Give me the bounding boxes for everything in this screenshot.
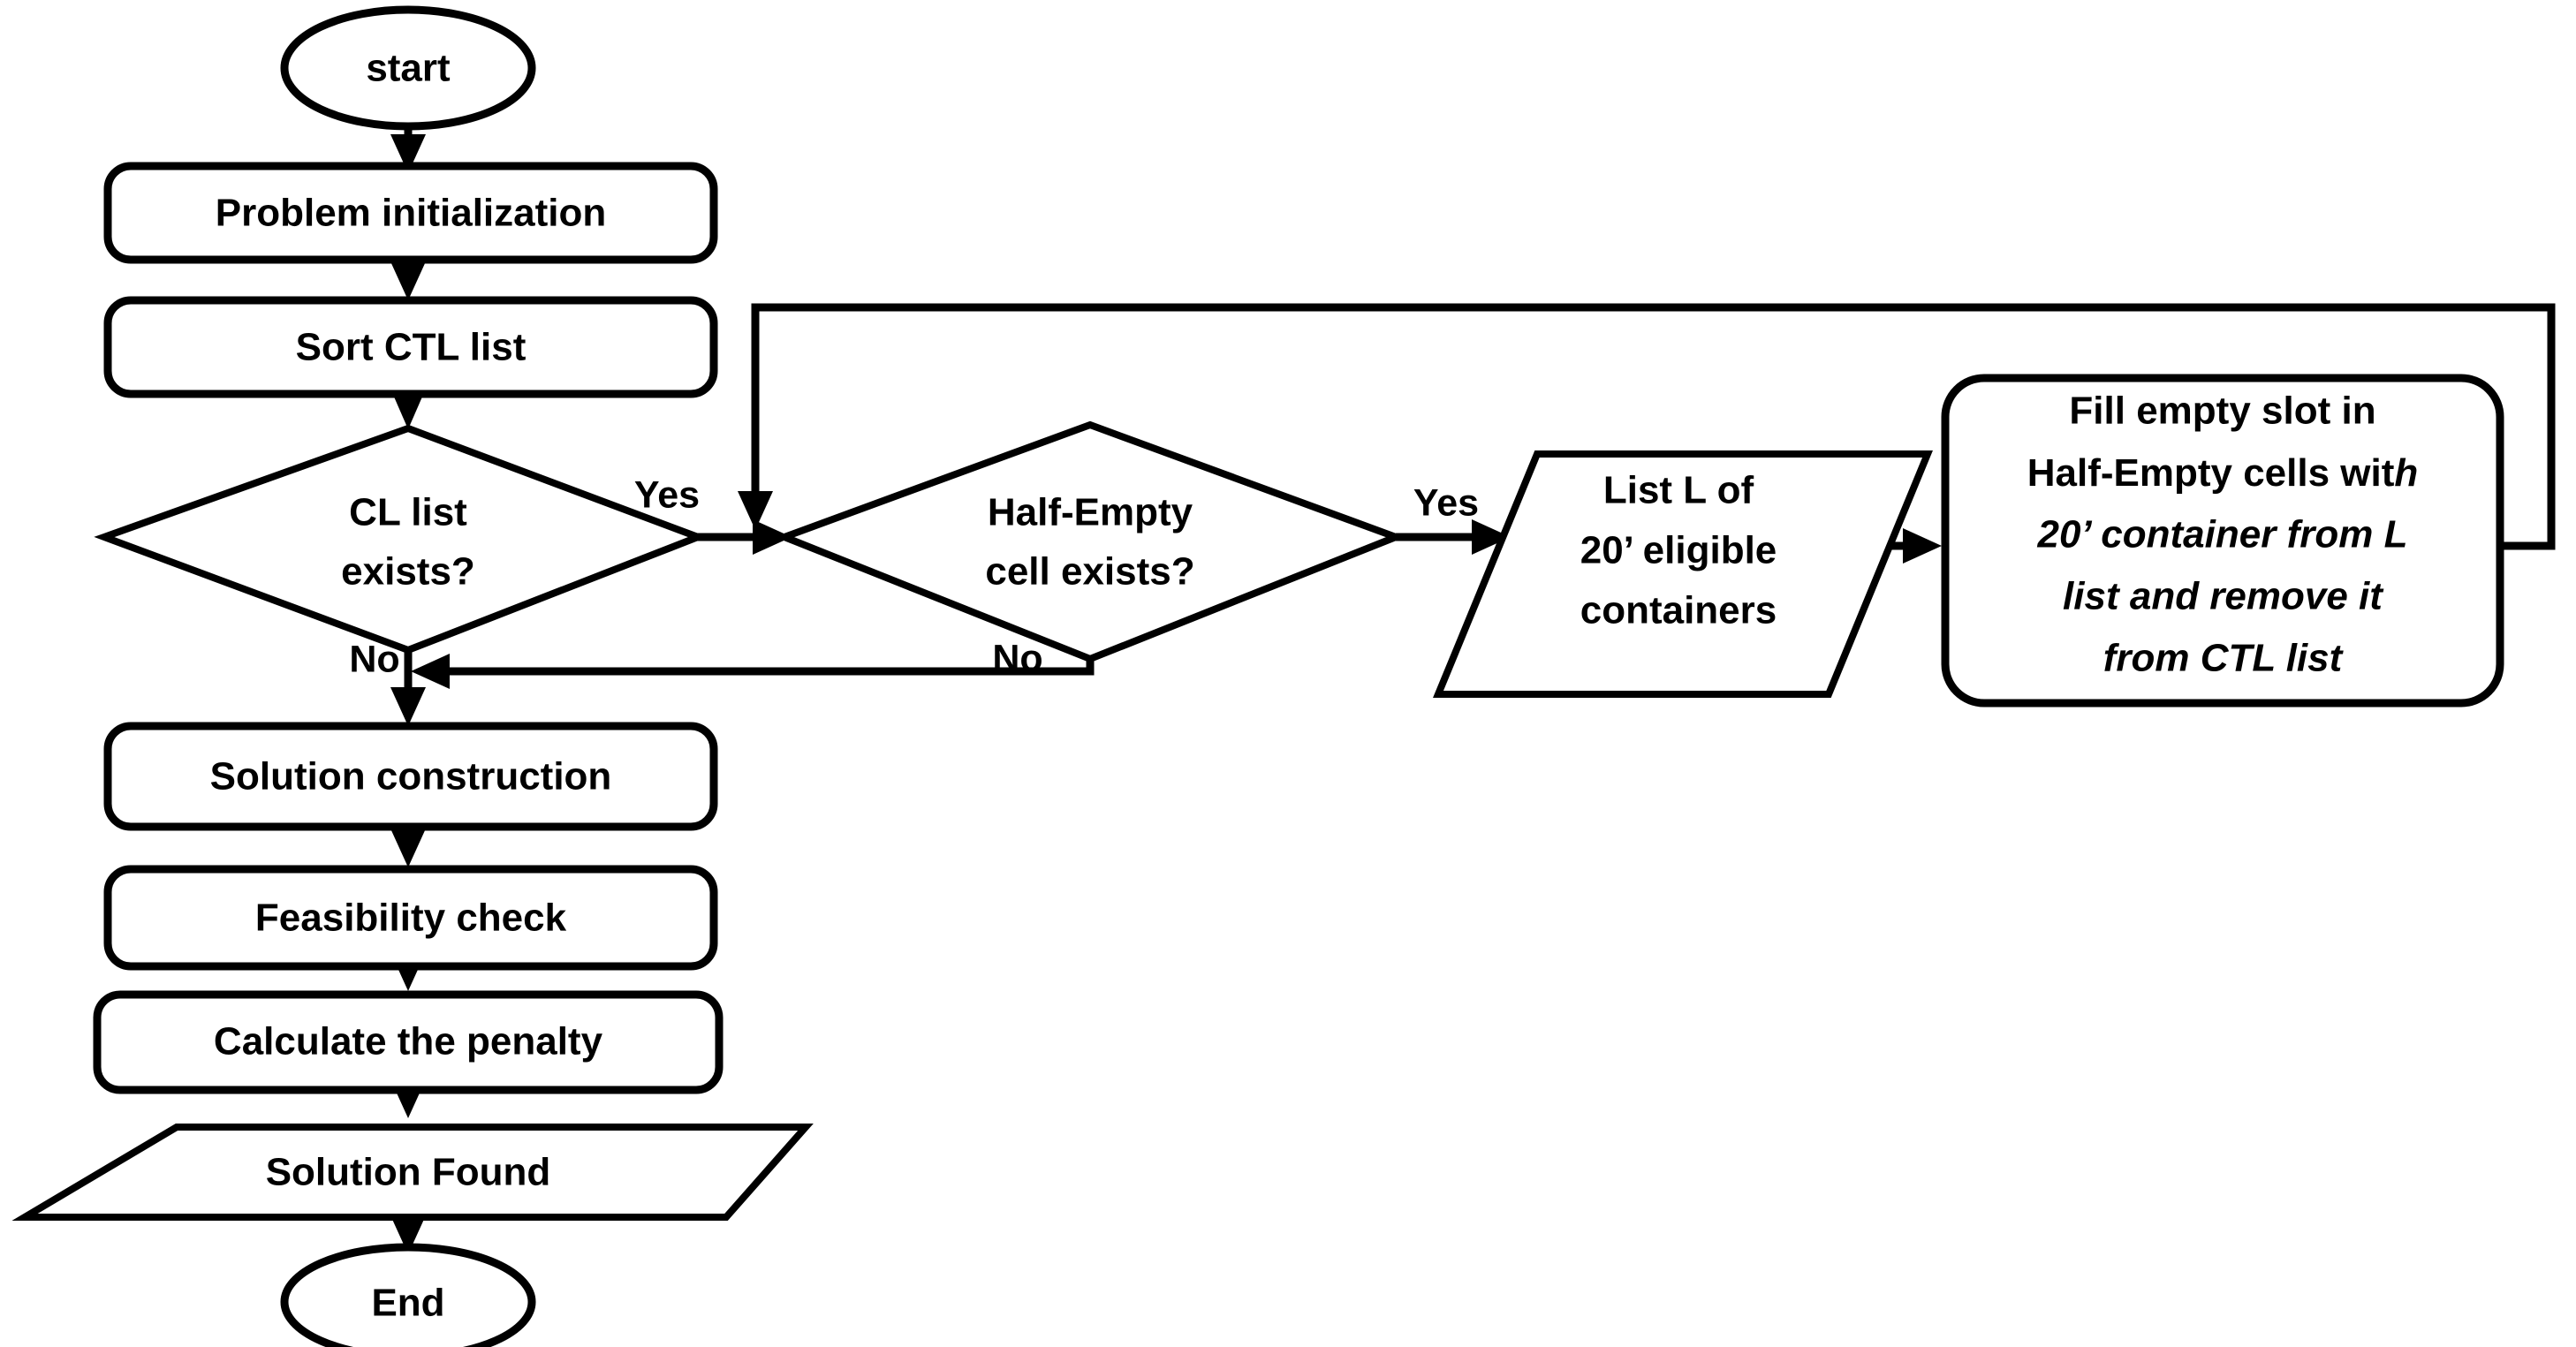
fill-empty-slot-line2-upright: Half-Empty cells wit — [2027, 451, 2395, 495]
edge-fill-empty-slot-feedback-loop — [738, 303, 2556, 550]
node-fill-empty-slot-line5: from CTL list — [2103, 637, 2345, 680]
node-solution-found[interactable]: Solution Found — [11, 1124, 814, 1221]
edge-label-half-empty-yes: Yes — [1413, 481, 1479, 524]
node-list-l-label-line2: 20’ eligible — [1580, 529, 1777, 572]
node-sort-ctl-list[interactable]: Sort CTL list — [103, 296, 718, 398]
node-fill-empty-slot-line2: Half-Empty cells with — [2027, 451, 2419, 495]
node-half-empty-label-line1: Half-Empty — [988, 491, 1193, 534]
node-fill-empty-slot-line3: 20’ container from L — [2037, 513, 2408, 556]
node-solution-construction-label: Solution construction — [210, 755, 612, 798]
node-solution-found-label: Solution Found — [266, 1151, 551, 1194]
node-start-label: start — [366, 47, 451, 90]
node-fill-empty-slot[interactable]: Fill empty slot in Half-Empty cells with… — [1941, 374, 2504, 708]
edge-label-cl-list-yes: Yes — [634, 473, 700, 516]
edge-cl-list-exists-no-to-solution-construction — [390, 649, 426, 726]
edge-solution-construction-to-feasibility-check — [390, 829, 426, 867]
node-problem-initialization[interactable]: Problem initialization — [103, 162, 718, 264]
edge-half-empty-yes-to-list-l — [1396, 519, 1511, 555]
node-calculate-penalty-label: Calculate the penalty — [214, 1020, 603, 1063]
node-calculate-penalty[interactable]: Calculate the penalty — [93, 990, 724, 1094]
node-half-empty-label-line2: cell exists? — [985, 550, 1194, 594]
node-list-l-label-line1: List L of — [1603, 469, 1754, 512]
node-fill-empty-slot-line1: Fill empty slot in — [2069, 390, 2375, 433]
edge-label-half-empty-no: No — [992, 637, 1042, 679]
node-cl-list-exists[interactable]: CL list exists? — [94, 424, 708, 655]
node-problem-initialization-label: Problem initialization — [216, 192, 607, 235]
node-start[interactable]: start — [280, 5, 536, 131]
node-list-l[interactable]: List L of 20’ eligible containers — [1433, 450, 1933, 698]
node-cl-list-exists-label-line2: exists? — [341, 550, 475, 594]
node-feasibility-check-label: Feasibility check — [255, 897, 567, 940]
node-end[interactable]: End — [280, 1243, 536, 1347]
edge-cl-list-exists-yes-to-half-empty — [694, 519, 792, 555]
node-end-label: End — [371, 1282, 444, 1325]
edge-half-empty-no-to-cl-list-exists — [411, 654, 1095, 689]
fill-empty-slot-line2-italic: h — [2394, 451, 2418, 495]
node-fill-empty-slot-line4: list and remove it — [2063, 575, 2384, 618]
node-sort-ctl-list-label: Sort CTL list — [296, 326, 527, 369]
node-list-l-label-line3: containers — [1580, 589, 1777, 632]
node-cl-list-exists-label-line1: CL list — [349, 491, 467, 534]
edge-label-cl-list-no: No — [349, 638, 399, 680]
node-solution-construction[interactable]: Solution construction — [103, 722, 718, 831]
node-half-empty-cell-exists[interactable]: Half-Empty cell exists? — [774, 420, 1406, 663]
node-feasibility-check[interactable]: Feasibility check — [103, 865, 718, 971]
